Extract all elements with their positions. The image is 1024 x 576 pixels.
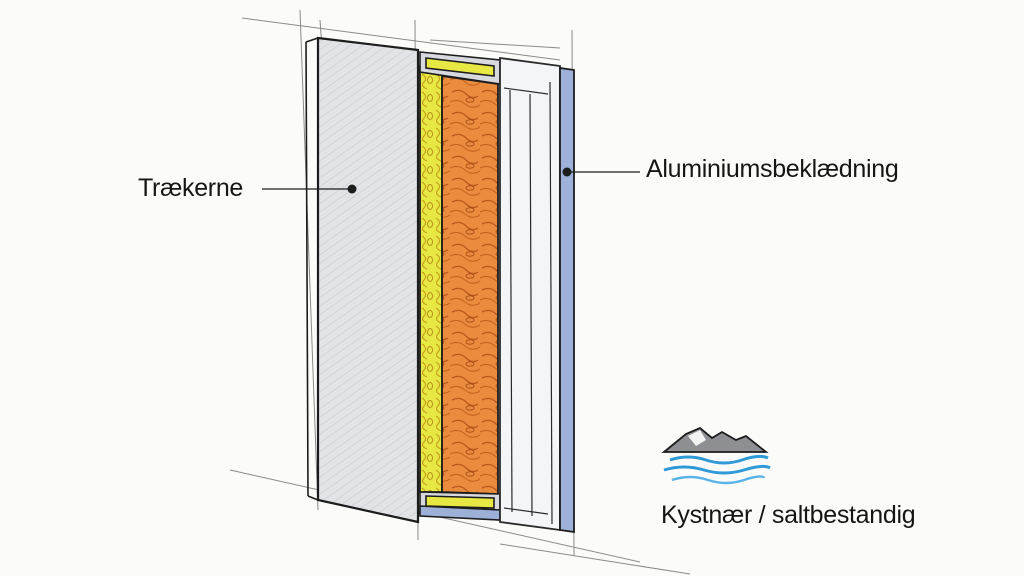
aluminium-cladding-strip (559, 66, 575, 534)
leader-core (262, 184, 357, 194)
coastal-label: Kystnær / saltbestandig (661, 501, 916, 529)
mountain-and-waves-icon (661, 426, 771, 485)
yellow-insulation-layer (419, 65, 443, 493)
glazing-frame (499, 56, 561, 532)
core-label: Trækerne (138, 174, 244, 202)
core-panel (305, 36, 420, 524)
frame-caps (419, 51, 501, 521)
cladding-label: Aluminiumsbeklædning (646, 155, 899, 183)
leader-cladding (562, 167, 640, 177)
wood-core-layer (441, 74, 499, 495)
